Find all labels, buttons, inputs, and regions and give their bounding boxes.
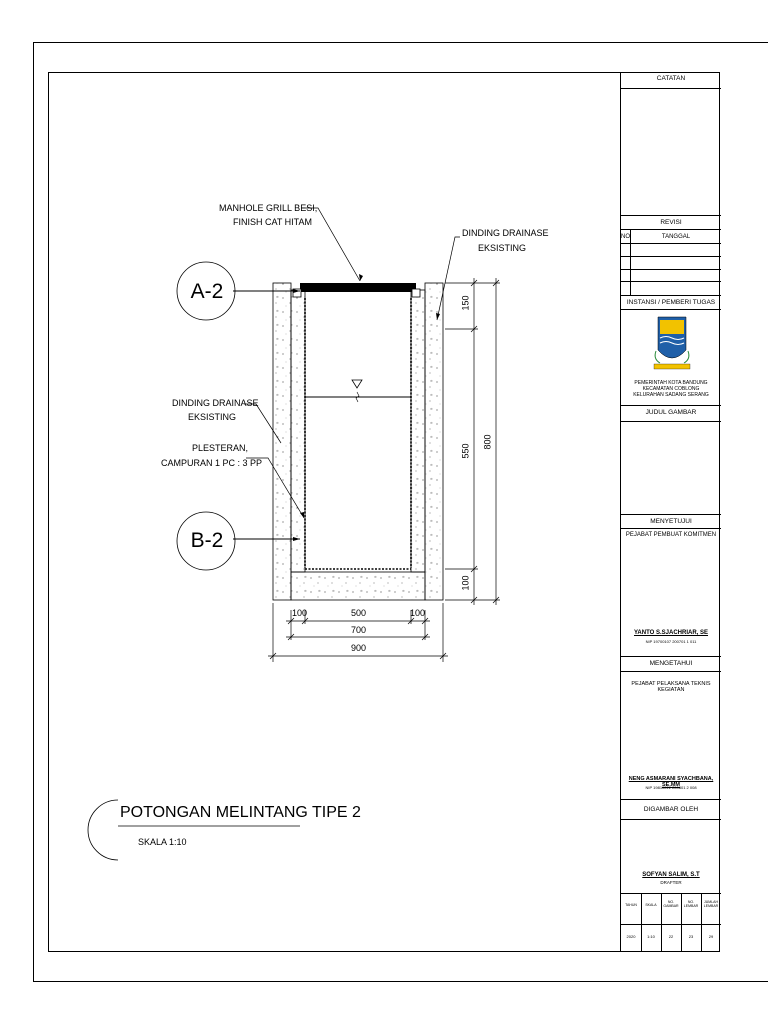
dim-width-inner: 700: [351, 625, 367, 635]
col-skala: SKALA: [645, 903, 657, 907]
pptk-area: PEJABAT PELAKSANA TEKNIS KEGIATAN NENG A…: [621, 672, 721, 800]
ppk-name: YANTO S.SJACHRIAR, SE: [633, 630, 709, 636]
revisi-tanggal: TANGGAL: [661, 234, 691, 240]
sheet-info-values: 2020 1:10 22 23 29: [621, 924, 721, 952]
revisi-header: REVISI: [621, 216, 721, 230]
val-no-lembar: 23: [688, 934, 694, 939]
wall-left-callout-2: EKSISTING: [188, 412, 237, 422]
digambar-header: DIGAMBAR OLEH: [621, 800, 721, 820]
instansi-header: INSTANSI / PEMBERI TUGAS: [621, 296, 721, 310]
dim-height-total: 800: [482, 434, 493, 450]
val-no-gambar: 22: [668, 934, 674, 939]
sheet-inner-border: [48, 72, 720, 952]
col-no-lembar: NO. LEMBAR: [683, 900, 699, 908]
left-inner-wall: [290, 289, 306, 573]
drafter-name: SOFYAN SALIM, S.T: [642, 872, 700, 878]
org-line-3: KELURAHAN SADANG SERANG: [633, 392, 709, 398]
instansi-area: PEMERINTAH KOTA BANDUNG KECAMATAN COBLON…: [621, 310, 721, 406]
dim-height-bottom: 100: [460, 575, 471, 591]
plaster-callout-1: PLESTERAN,: [192, 443, 249, 453]
pptk-title: PEJABAT PELAKSANA TEKNIS KEGIATAN: [631, 681, 711, 693]
wall-left-callout-1: DINDING DRAINASE: [172, 398, 259, 408]
menyetujui-header: MENYETUJUI: [621, 515, 721, 529]
judul-header: JUDUL GAMBAR: [621, 406, 721, 422]
ppk-nip: NIP 19700107 200701 1 011: [645, 639, 697, 644]
title-block: CATATAN REVISI NO TANGGAL INSTANSI / PEM…: [620, 72, 721, 952]
catatan-area: [621, 89, 721, 216]
section-b-circle: [176, 511, 236, 571]
base-slab: [290, 571, 426, 601]
pptk-name: NENG ASMARANI SYACHBANA, SE.MM: [628, 776, 714, 788]
dim-height-top: 150: [460, 295, 471, 311]
revisi-columns: NO TANGGAL: [621, 230, 721, 244]
sheet-info-headers: TAHUN SKALA NO. GAMBAR NO. LEMBAR JUMLAH…: [621, 894, 721, 924]
ppk-title: PEJABAT PEMBUAT KOMITMEN: [625, 532, 717, 538]
wall-right-callout-2: EKSISTING: [478, 243, 527, 253]
plaster-callout-2: CAMPURAN 1 PC : 3 PP: [161, 458, 263, 468]
val-skala: 1:10: [647, 934, 655, 939]
wall-right-callout-1: DINDING DRAINASE: [462, 228, 549, 238]
right-outer-wall: [424, 282, 444, 601]
drawing-title: POTONGAN MELINTANG TIPE 2: [120, 804, 361, 821]
title-arc: [87, 799, 119, 861]
revisi-no: NO: [621, 230, 631, 244]
pptk-nip: NIP 19810222 200801 2 008: [645, 785, 697, 790]
val-jumlah: 29: [708, 934, 714, 939]
judul-area: [621, 422, 721, 515]
manhole-callout-2: FINISH CAT HITAM: [233, 217, 313, 227]
drawing-scale: SKALA 1:10: [138, 837, 187, 847]
drafter-area: SOFYAN SALIM, S.T DRAFTER: [621, 820, 721, 894]
left-outer-wall: [272, 282, 292, 601]
val-tahun: 2020: [626, 934, 636, 939]
ppk-area: PEJABAT PEMBUAT KOMITMEN YANTO S.SJACHRI…: [621, 529, 721, 657]
org-line-1: PEMERINTAH KOTA BANDUNG: [634, 380, 708, 386]
manhole-callout-1: MANHOLE GRILL BESI,: [219, 203, 318, 213]
mengetahui-header: MENGETAHUI: [621, 657, 721, 672]
water-level-icon: [351, 379, 363, 389]
org-line-2: KECAMATAN COBLONG: [642, 386, 700, 392]
dim-bottom-left: 100: [292, 608, 308, 618]
dim-bottom-right: 100: [410, 608, 426, 618]
dim-bottom-mid: 500: [351, 608, 367, 618]
right-inner-wall: [410, 289, 426, 573]
col-no-gambar: NO. GAMBAR: [663, 900, 679, 908]
city-emblem: [653, 316, 691, 370]
drafter-role: DRAFTER: [660, 880, 682, 885]
col-tahun: TAHUN: [625, 903, 637, 907]
manhole-grill: [300, 283, 416, 292]
dim-width-total: 900: [351, 643, 367, 653]
section-b-label: B-2: [190, 529, 224, 552]
sheet-outer-border: [33, 42, 768, 982]
dim-height-mid: 550: [460, 443, 471, 459]
catatan-header: CATATAN: [621, 72, 721, 89]
col-jumlah: JUMLAH LEMBAR: [703, 900, 719, 908]
section-a-label: A-2: [190, 280, 224, 303]
